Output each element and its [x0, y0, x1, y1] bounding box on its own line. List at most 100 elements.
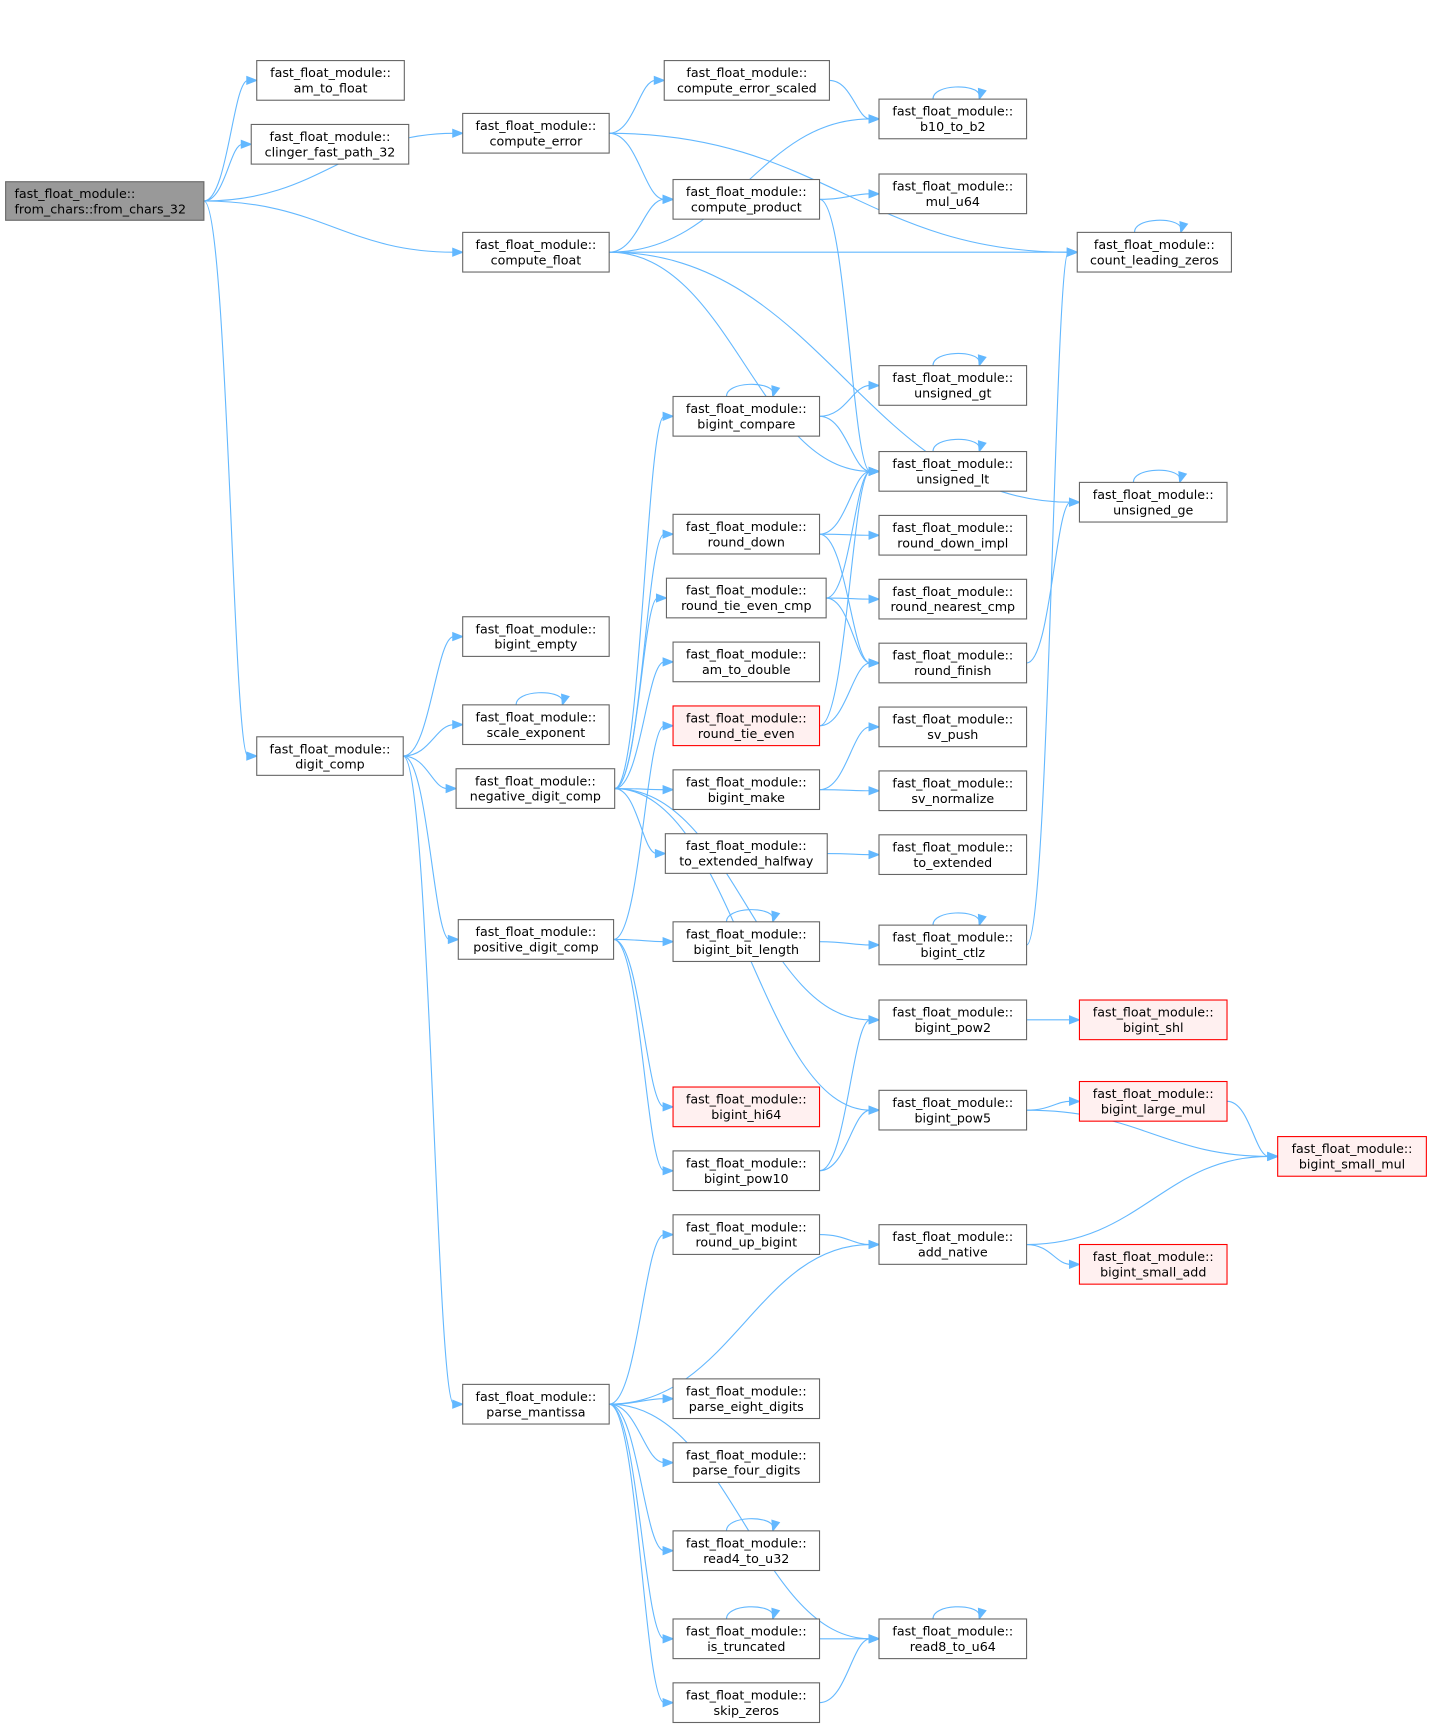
node-bigint_compare[interactable]: fast_float_module::bigint_compare [672, 395, 821, 437]
node-is_truncated[interactable]: fast_float_module::is_truncated [672, 1618, 821, 1660]
edge-bigint_bit_length-to-bigint_ctlz [819, 941, 871, 946]
node-round_down[interactable]: fast_float_module::round_down [672, 513, 821, 555]
node-bigint_ctlz[interactable]: fast_float_module::bigint_ctlz [878, 924, 1028, 966]
node-round_nearest_cmp[interactable]: fast_float_module::round_nearest_cmp [878, 578, 1028, 620]
edge-bigint_pow5-to-bigint_small_mul [1026, 1109, 1269, 1157]
node-label-namespace: fast_float_module:: [686, 1155, 807, 1170]
node-bigint_large_mul[interactable]: fast_float_module::bigint_large_mul [1078, 1080, 1228, 1122]
node-label-function: compute_float [491, 252, 582, 267]
edge-digit_comp-to-bigint_empty [403, 636, 455, 757]
node-read8_to_u64[interactable]: fast_float_module::read8_to_u64 [878, 1618, 1028, 1660]
node-box [878, 770, 1028, 812]
node-bigint_hi64[interactable]: fast_float_module::bigint_hi64 [672, 1086, 821, 1128]
node-box [1078, 481, 1228, 523]
node-bigint_bit_length[interactable]: fast_float_module::bigint_bit_length [672, 921, 821, 963]
edge-add_native-to-bigint_small_add-arrowhead [1068, 1259, 1081, 1269]
edge-from_chars_32-to-digit_comp [203, 200, 249, 757]
node-box [462, 704, 610, 746]
node-box [878, 642, 1028, 684]
node-label-function: round_down_impl [897, 535, 1008, 550]
node-box [878, 365, 1028, 406]
node-bigint_small_mul[interactable]: fast_float_module::bigint_small_mul [1277, 1136, 1427, 1177]
edge-from_chars_32-to-am_to_float-arrowhead [246, 75, 259, 86]
node-scale_exponent[interactable]: fast_float_module::scale_exponent [462, 704, 610, 746]
node-read4_to_u32[interactable]: fast_float_module::read4_to_u32 [672, 1530, 821, 1572]
node-bigint_make[interactable]: fast_float_module::bigint_make [672, 769, 821, 811]
node-mul_u64[interactable]: fast_float_module::mul_u64 [878, 173, 1028, 215]
node-unsigned_ge[interactable]: fast_float_module::unsigned_ge [1078, 481, 1228, 523]
node-label-namespace: fast_float_module:: [892, 839, 1013, 854]
node-from_chars_32[interactable]: fast_float_module::from_chars::from_char… [5, 181, 205, 221]
node-label-function: count_leading_zeros [1090, 252, 1219, 267]
node-label-namespace: fast_float_module:: [686, 1447, 807, 1462]
node-label-namespace: fast_float_module:: [686, 401, 807, 416]
node-to_extended_halfway[interactable]: fast_float_module::to_extended_halfway [664, 833, 828, 874]
edge-to_extended_halfway-to-to_extended [827, 852, 871, 856]
node-label-function: parse_eight_digits [689, 1399, 804, 1414]
node-add_native[interactable]: fast_float_module::add_native [878, 1224, 1028, 1265]
node-positive_digit_comp[interactable]: fast_float_module::positive_digit_comp [457, 919, 615, 960]
node-bigint_pow10[interactable]: fast_float_module::bigint_pow10 [672, 1150, 821, 1192]
node-b10_to_b2[interactable]: fast_float_module::b10_to_b2 [878, 98, 1028, 140]
node-unsigned_gt[interactable]: fast_float_module::unsigned_gt [878, 365, 1028, 406]
node-am_to_float[interactable]: fast_float_module::am_to_float [256, 60, 405, 101]
edge-compute_error-to-count_leading_zeros [609, 132, 1069, 253]
node-label-function: bigint_shl [1123, 1020, 1184, 1035]
node-bigint_pow5[interactable]: fast_float_module::bigint_pow5 [878, 1089, 1028, 1131]
node-box [462, 231, 610, 273]
node-sv_push[interactable]: fast_float_module::sv_push [878, 706, 1028, 748]
node-label-function: compute_error [490, 133, 584, 148]
node-label-namespace: fast_float_module:: [1093, 1249, 1214, 1264]
node-label-function: scale_exponent [487, 725, 586, 740]
edge-digit_comp-to-negative_digit_comp [403, 755, 448, 790]
node-bigint_small_add[interactable]: fast_float_module::bigint_small_add [1078, 1243, 1228, 1285]
node-label-namespace: fast_float_module:: [686, 774, 807, 789]
node-bigint_shl[interactable]: fast_float_module::bigint_shl [1078, 999, 1228, 1041]
node-skip_zeros[interactable]: fast_float_module::skip_zeros [672, 1682, 821, 1724]
node-round_up_bigint[interactable]: fast_float_module::round_up_bigint [672, 1214, 821, 1255]
node-compute_error_scaled[interactable]: fast_float_module::compute_error_scaled [663, 60, 830, 101]
node-compute_error[interactable]: fast_float_module::compute_error [462, 112, 610, 154]
node-compute_product[interactable]: fast_float_module::compute_product [672, 178, 821, 220]
edge-read8_to_u64-to-read8_to_u64 [932, 1606, 980, 1620]
edge-bigint_pow10-to-bigint_pow2-arrowhead [868, 1015, 881, 1025]
edge-positive_digit_comp-to-bigint_hi64-arrowhead [662, 1102, 675, 1112]
edge-is_truncated-to-is_truncated [725, 1606, 774, 1620]
node-label-function: bigint_large_mul [1101, 1101, 1206, 1116]
edge-round_tie_even_cmp-to-round_finish [826, 597, 871, 664]
node-bigint_pow2[interactable]: fast_float_module::bigint_pow2 [878, 999, 1028, 1041]
node-bigint_empty[interactable]: fast_float_module::bigint_empty [462, 616, 610, 657]
node-round_tie_even[interactable]: fast_float_module::round_tie_even [672, 705, 821, 747]
node-round_tie_even_cmp[interactable]: fast_float_module::round_tie_even_cmp [665, 577, 827, 619]
node-label-function: to_extended_halfway [679, 854, 814, 869]
node-label-namespace: fast_float_module:: [892, 1095, 1013, 1110]
node-parse_mantissa[interactable]: fast_float_module::parse_mantissa [462, 1383, 610, 1425]
node-count_leading_zeros[interactable]: fast_float_module::count_leading_zeros [1076, 231, 1232, 273]
node-label-namespace: fast_float_module:: [686, 1535, 807, 1550]
node-sv_normalize[interactable]: fast_float_module::sv_normalize [878, 770, 1028, 812]
node-negative_digit_comp[interactable]: fast_float_module::negative_digit_comp [455, 768, 616, 809]
node-label-function: round_down [708, 534, 785, 549]
node-digit_comp[interactable]: fast_float_module::digit_comp [256, 736, 404, 776]
node-round_finish[interactable]: fast_float_module::round_finish [878, 642, 1028, 684]
node-round_down_impl[interactable]: fast_float_module::round_down_impl [878, 514, 1028, 556]
node-clinger_fast_path_32[interactable]: fast_float_module::clinger_fast_path_32 [250, 123, 410, 165]
edge-unsigned_gt-to-unsigned_gt [932, 352, 980, 366]
edge-from_chars_32-to-compute_error [203, 132, 454, 202]
node-am_to_double[interactable]: fast_float_module::am_to_double [672, 641, 821, 683]
node-to_extended[interactable]: fast_float_module::to_extended [878, 834, 1028, 876]
edge-from_chars_32-to-clinger_fast_path_32-arrowhead [240, 139, 253, 149]
node-box [878, 834, 1028, 876]
edge-bigint_bit_length-to-bigint_ctlz-arrowhead [868, 940, 881, 950]
edge-parse_mantissa-to-skip_zeros [608, 1403, 665, 1704]
edge-compute_product-to-mul_u64-arrowhead [868, 189, 881, 199]
node-parse_four_digits[interactable]: fast_float_module::parse_four_digits [672, 1442, 821, 1483]
node-label-namespace: fast_float_module:: [892, 712, 1013, 727]
node-box [672, 1378, 821, 1420]
edge-round_up_bigint-to-add_native [819, 1234, 871, 1246]
node-compute_float[interactable]: fast_float_module::compute_float [462, 231, 610, 273]
node-label-namespace: fast_float_module:: [686, 710, 807, 725]
node-parse_eight_digits[interactable]: fast_float_module::parse_eight_digits [672, 1378, 821, 1420]
edge-round_tie_even_cmp-to-round_nearest_cmp [826, 597, 871, 600]
node-unsigned_lt[interactable]: fast_float_module::unsigned_lt [878, 450, 1028, 492]
